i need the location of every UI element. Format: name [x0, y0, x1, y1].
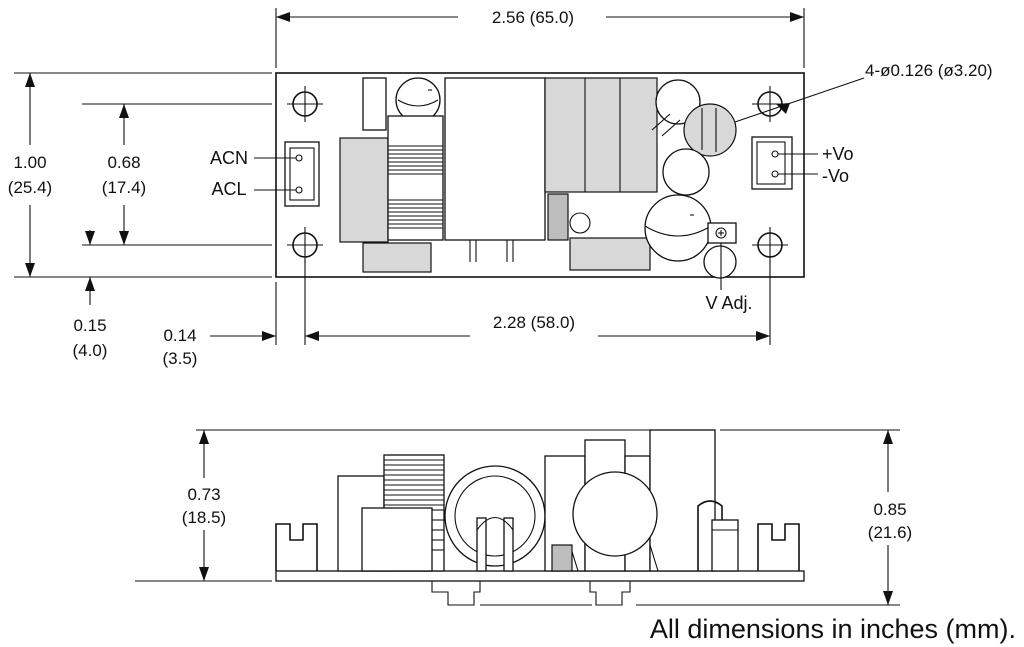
output-capacitor-bulk: [644, 194, 712, 262]
transformer-side: [444, 465, 546, 572]
v-adj-side: [697, 500, 739, 572]
v-adj-potentiometer: [703, 222, 737, 279]
dim-hole-spacing: [210, 260, 771, 345]
side-view: 0.73 (18.5) 0.85 (21.6): [135, 429, 912, 606]
dim-overall-width-mm: (25.4): [8, 178, 52, 197]
dim-bottom-hole-offset-in: 0.15: [73, 316, 106, 335]
output-connector: [751, 136, 793, 190]
mounting-hole: [287, 227, 323, 263]
top-view: 2.56 (65.0) 1.00 (25.4) 0.68 (17.4): [8, 8, 993, 368]
dim-left-hole-offset-in: 0.14: [163, 326, 196, 345]
dim-side-height-right-in: 0.85: [873, 500, 906, 519]
mounting-hole-leader: [734, 77, 865, 123]
dim-connector-offset-mm: (17.4): [102, 178, 146, 197]
mounting-post: [757, 523, 800, 571]
dim-bottom-hole-offset: [85, 230, 95, 305]
mounting-post: [275, 523, 318, 571]
pcb-outline-side: [275, 570, 805, 582]
mounting-hole: [752, 227, 788, 263]
fuse-component: [362, 77, 387, 131]
label-acn: ACN: [210, 148, 248, 168]
output-capacitor-lead: [651, 113, 681, 137]
output-transformer: [544, 77, 658, 241]
output-capacitor: [655, 79, 701, 125]
bridge-rectifier: [362, 242, 432, 273]
transformer: [444, 77, 546, 262]
dim-side-height-left-mm: (18.5): [182, 508, 226, 527]
dim-side-height-right-mm: (21.6): [868, 523, 912, 542]
transformer-pins: [431, 581, 631, 606]
dim-overall-width: [14, 72, 272, 278]
output-capacitor: [662, 148, 710, 196]
pcb-outline-top: [275, 72, 805, 278]
dim-overall-length: [275, 8, 805, 68]
label-v-adj: V Adj.: [705, 293, 752, 313]
small-component: [569, 212, 591, 234]
input-connector: [284, 141, 320, 207]
dim-connector-offset: [82, 103, 272, 246]
input-capacitor: [395, 77, 441, 123]
dim-connector-offset-in: 0.68: [107, 153, 140, 172]
dim-side-height-right: [636, 429, 900, 606]
dim-side-height-left-in: 0.73: [187, 485, 220, 504]
diode-side: [551, 544, 573, 572]
output-capacitor-side: [572, 471, 658, 557]
label-neg-vo: -Vo: [822, 166, 849, 186]
dim-hole-spacing-text: 2.28 (58.0): [493, 313, 575, 332]
output-capacitor-large: [683, 103, 737, 157]
dim-bottom-hole-offset-mm: (4.0): [73, 341, 108, 360]
dimensions-note: All dimensions in inches (mm).: [650, 614, 1016, 644]
input-choke: [339, 115, 444, 243]
mounting-hole: [287, 86, 323, 122]
mounting-holes-text: 4-ø0.126 (ø3.20): [865, 61, 993, 80]
label-pos-vo: +Vo: [822, 144, 854, 164]
label-acl: ACL: [211, 179, 246, 199]
dim-overall-length-text: 2.56 (65.0): [492, 8, 574, 27]
dim-left-hole-offset-mm: (3.5): [163, 349, 198, 368]
heat-sink-side: [649, 429, 716, 572]
output-resistor: [569, 237, 651, 271]
bridge-side: [361, 507, 433, 572]
dim-side-height-left: [135, 429, 650, 582]
dim-overall-width-in: 1.00: [13, 153, 46, 172]
